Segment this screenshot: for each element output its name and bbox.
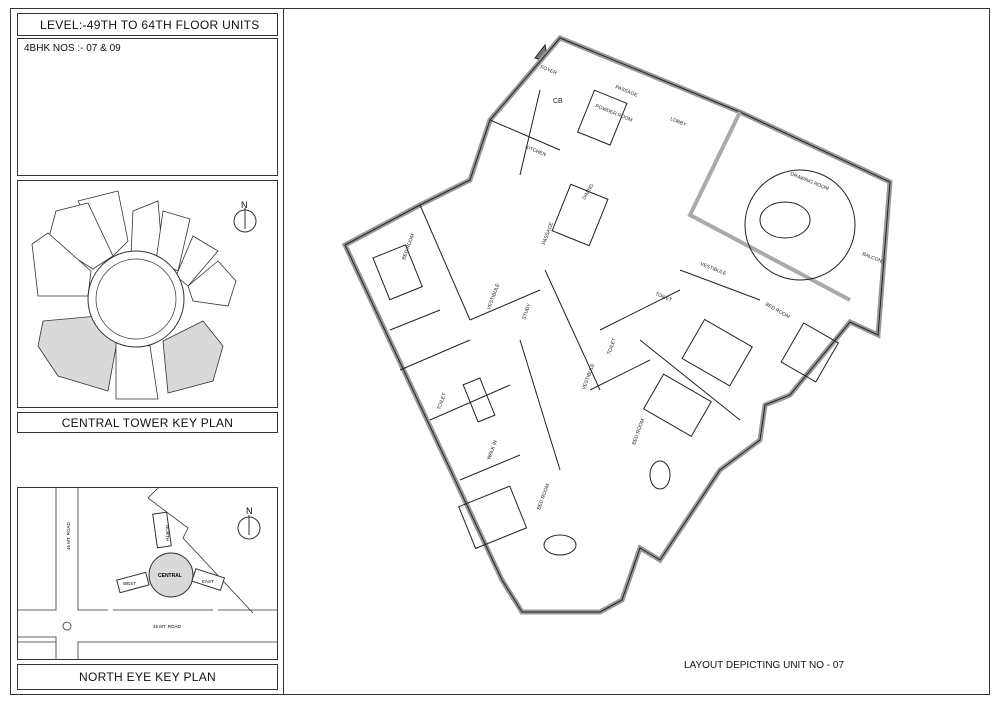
layout-caption: LAYOUT DEPICTING UNIT NO - 07 (684, 660, 845, 671)
central-tower (148, 552, 194, 598)
unit-08 (115, 340, 159, 400)
bed-2 (642, 373, 712, 438)
north-label: NORTH (165, 525, 170, 541)
bathtub (462, 377, 496, 423)
study-label: STUDY (521, 302, 533, 321)
north-label: N (241, 200, 248, 210)
unit-07 (162, 320, 224, 394)
bed-1 (681, 318, 753, 387)
road-label-vertical: 45 MT. ROAD (66, 521, 71, 550)
site-boundary (147, 487, 254, 614)
unit-nos-box: 4BHK NOS :- 07 & 09 (17, 38, 278, 176)
road-label-horizontal: 45 MT. ROAD (153, 624, 182, 629)
bed-3 (458, 485, 528, 550)
tower-units (31, 190, 237, 400)
outer-wall (341, 34, 893, 615)
north-arrow-icon (233, 208, 257, 233)
bed-4 (372, 244, 423, 301)
roundabout (62, 621, 72, 631)
central-tower-key-plan-title: CENTRAL TOWER KEY PLAN (17, 412, 278, 433)
toilet-3-label: TOILET (436, 392, 448, 410)
roads (18, 487, 277, 659)
north-eye-key-plan-title: NORTH EYE KEY PLAN (17, 664, 278, 690)
cb-label: CB (553, 98, 563, 105)
unit-06b (187, 260, 237, 307)
sheet-border (10, 8, 990, 695)
north-eye-key-plan: CENTRAL NORTH WEST EAST 45 MT. ROAD 45 M… (17, 487, 278, 660)
panel-divider (283, 8, 284, 695)
floor-plan: FOYER PASSAGE CB POWDER ROOM LOBBY KITCH… (341, 34, 893, 615)
drawing-rug (744, 169, 856, 281)
east-label: EAST (202, 579, 214, 584)
sofa (780, 322, 840, 383)
north-tower (152, 511, 172, 549)
west-tower (116, 571, 150, 594)
east-tower (191, 568, 226, 591)
west-label: WEST (123, 581, 136, 586)
interior-walls (389, 89, 761, 481)
north-arrow-icon (237, 515, 261, 540)
table (543, 534, 577, 556)
table-2 (649, 460, 671, 490)
central-tower-key-plan: N (17, 180, 278, 408)
unit-02 (31, 232, 92, 297)
central-label: CENTRAL (158, 573, 182, 579)
level-title: LEVEL:-49TH TO 64TH FLOOR UNITS (17, 13, 278, 36)
powder-room (576, 89, 628, 146)
coffee-table (759, 201, 811, 239)
outer-wall-line (344, 37, 891, 613)
unit-nos: 4BHK NOS :- 07 & 09 (24, 43, 121, 54)
dining-table (551, 183, 609, 247)
toilet-2-label: TOILET (606, 337, 618, 355)
north-label-label: N (246, 506, 253, 516)
drawing-room-walls (687, 111, 851, 302)
tower-core (87, 250, 185, 348)
